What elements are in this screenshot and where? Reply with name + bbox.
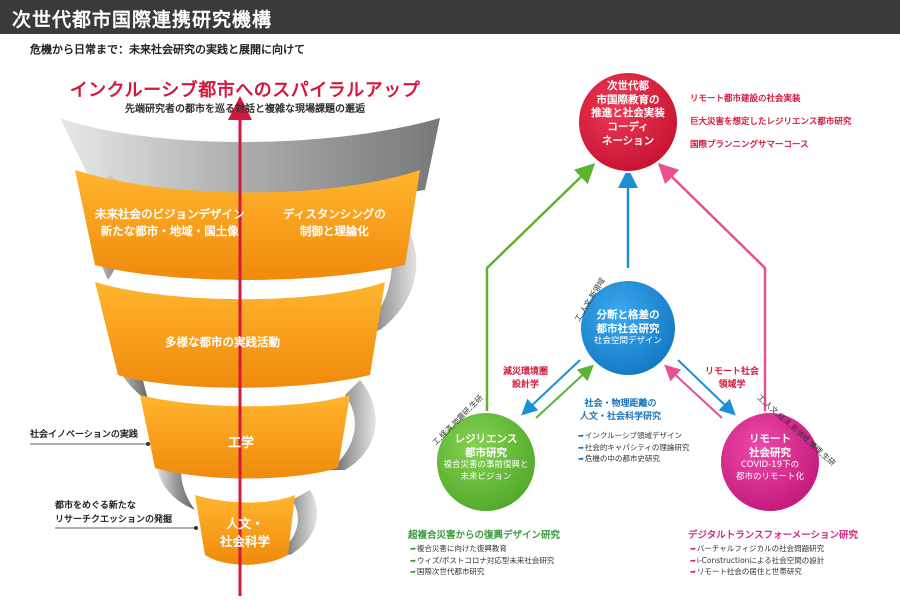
spiral-band-4: [195, 495, 295, 565]
spiral-ribbon-gray: [330, 380, 376, 470]
list-item: ➡インクルーシブ領域デザイン: [578, 431, 682, 440]
page-title: 次世代都市国際連携研究機構: [12, 9, 273, 31]
middle-items-list: ➡インクルーシブ領域デザイン ➡社会的キャパシティの理論研究 ➡危機の中の都市史…: [578, 430, 689, 465]
list-item: ➡i-Constructionによる社会空間の設計: [690, 555, 825, 565]
arrow-left-to-top: [485, 163, 596, 430]
arrow-center-to-left: [521, 359, 581, 416]
circle-remote-label: リモート 社会研究 COVID-19下の 都市のリモート化: [735, 433, 804, 482]
spiral-ribbon-gray: [280, 490, 318, 555]
top-item-3: 国際プランニングサマーコース: [690, 140, 809, 150]
spiral-headline: インクルーシブ都市へのスパイラルアップ: [69, 80, 421, 101]
list-item: ➡複合災害に向けた復興教育: [410, 544, 507, 553]
list-item: ➡国際次世代都市研究: [410, 567, 485, 576]
left-heading: 超複合災害からの復興デザイン研究: [408, 530, 561, 541]
list-item: ➡ウィズ/ポストコロナ対応型未来社会研究: [410, 555, 555, 565]
right-heading: デジタルトランスフォーメーション研究: [688, 530, 859, 541]
page-subtitle: 危機から日常まで：未来社会研究の実践と展開に向けて: [30, 43, 305, 56]
band1-right-label: ディスタンシングの 制御と理論化: [283, 207, 386, 238]
right-items-list: ➡バーチャルフィジカルの社会問題研究 ➡i-Constructionによる社会空…: [690, 543, 824, 578]
list-item: ➡リモート社会の居住と世帯研究: [690, 567, 802, 576]
list-item: ➡バーチャルフィジカルの社会問題研究: [690, 544, 825, 553]
arrow-right-to-center: [664, 364, 723, 419]
circle-resilience-research: [435, 411, 537, 513]
arrow-center-to-right: [677, 359, 736, 416]
circle-coordination: [577, 71, 679, 173]
arrow-left-to-center: [535, 364, 594, 419]
list-item: ➡危機の中の都市史研究: [578, 454, 660, 463]
left-items-list: ➡複合災害に向けた復興教育 ➡ウィズ/ポストコロナ対応型未来社会研究 ➡国際次世…: [410, 543, 554, 578]
spiral-top-back: [60, 118, 440, 202]
spiral-band-3: [140, 395, 350, 479]
title-bar: 次世代都市国際連携研究機構: [0, 0, 900, 34]
circle-division-label: 分断と格差の 都市社会研究 社会空間デザイン: [593, 309, 662, 347]
spiral-subheadline: 先端研究者の都市を巡る対話と複雑な現場課題の邂逅: [125, 104, 365, 115]
link-left-label: 減災環境圏 設計学: [503, 367, 549, 391]
band2-label: 多様な都市の実践活動: [165, 335, 280, 349]
spiral-band-1: [75, 170, 420, 280]
circle-coordination-label: 次世代都 市国際教育の 推進と社会実装 コーディ ネーション: [591, 80, 665, 147]
list-item: ➡社会的キャパシティの理論研究: [578, 442, 690, 452]
band3-label: 工学: [228, 436, 255, 451]
arrow-right-to-top: [657, 163, 767, 435]
middle-heading: 社会・物理距離の 人文・社会科学研究: [580, 399, 662, 423]
circle-resilience-label: レジリエンス 都市研究 複合災害の事前復興と 未来ビジョン: [443, 433, 529, 482]
band1-left-label: 未来社会のビジョンデザイン 新たな都市・地域・国土像: [95, 207, 245, 238]
top-item-1: リモート都市建設の社会実装: [690, 94, 801, 104]
band4-label: 人文・ 社会科学: [219, 516, 270, 550]
top-item-2: 巨大災害を想定したレジリエンス都市研究: [690, 117, 852, 127]
circle-remote-research: [719, 411, 821, 513]
link-right-label: リモート社会 領域学: [705, 367, 760, 391]
note-research-question: 都市をめぐる新たな リサーチクエッションの発掘: [55, 501, 173, 525]
note-social-innovation: 社会イノベーションの実践: [30, 430, 138, 440]
circle-division-research: [579, 279, 677, 377]
